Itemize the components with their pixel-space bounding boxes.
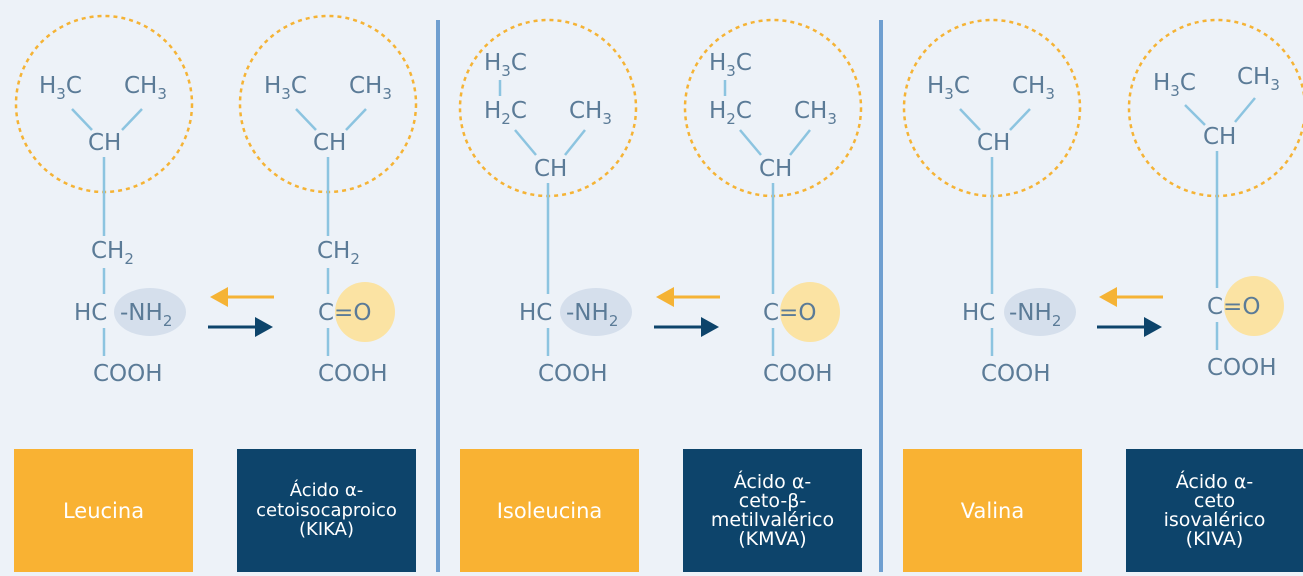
cooh-label: COOH — [538, 361, 608, 387]
carbonyl-label: C=O — [1207, 294, 1260, 320]
ch-label: CH — [1203, 124, 1236, 150]
amino-group-highlight — [114, 288, 186, 336]
valine-structure: H3C CH3 CH HC -NH2 COOH — [902, 18, 1082, 387]
leucine-label: Leucina — [62, 498, 145, 523]
hc-label: HC — [519, 300, 552, 326]
amino-group-highlight — [560, 288, 632, 336]
h3c-label: H3C — [39, 73, 82, 103]
h3c-label: H3C — [1153, 70, 1196, 100]
arrow-right-icon — [1144, 317, 1162, 337]
arrow-left-icon — [210, 287, 228, 307]
valine-label: Valina — [960, 498, 1025, 523]
arrow-right-icon — [255, 317, 273, 337]
arrow-left-icon — [656, 287, 674, 307]
kic-label-box: Ácido α- cetoisocaproico (KIKA) — [237, 449, 416, 572]
ch-label: CH — [759, 156, 792, 182]
kiva-label: Ácido α- ceto isovalérico (KIVA) — [1163, 470, 1266, 550]
equilibrium-arrows-3 — [1097, 287, 1163, 337]
equilibrium-arrows-1 — [208, 287, 274, 337]
carbonyl-highlight — [780, 282, 840, 342]
ch3-label: CH3 — [1237, 64, 1280, 94]
h3c-label: H3C — [927, 73, 970, 103]
kiva-label-box: Ácido α- ceto isovalérico (KIVA) — [1126, 449, 1303, 572]
carbonyl-label: C=O — [318, 300, 371, 326]
h3c-label: H3C — [709, 50, 752, 80]
equilibrium-arrows-2 — [654, 287, 720, 337]
h2c-label: H2C — [484, 98, 527, 128]
isoleucine-label-box: Isoleucina — [460, 449, 639, 572]
carbonyl-highlight — [1224, 276, 1284, 336]
arrow-left-icon — [1099, 287, 1117, 307]
carbonyl-highlight — [335, 282, 395, 342]
isoleucine-label: Isoleucina — [496, 498, 603, 523]
isoleucine-structure: H3C H2C CH3 CH HC -NH2 COOH — [458, 18, 638, 387]
ch3-label: CH3 — [1012, 73, 1055, 103]
ch-label: CH — [88, 130, 121, 156]
leucine-label-box: Leucina — [14, 449, 193, 572]
ch-label: CH — [313, 130, 346, 156]
kmva-label-box: Ácido α- ceto-β- metilvalérico (KMVA) — [683, 449, 862, 572]
cooh-label: COOH — [981, 361, 1051, 387]
cooh-label: COOH — [318, 361, 388, 387]
kmva-structure: H3C H2C CH3 CH C=O COOH — [683, 18, 863, 387]
cooh-label: COOH — [93, 361, 163, 387]
arrow-right-icon — [701, 317, 719, 337]
kic-structure: H3C CH3 CH CH2 C=O COOH — [238, 14, 418, 387]
leucine-structure: H3C CH3 CH CH2 HC -NH2 COOH — [14, 14, 194, 387]
valine-label-box: Valina — [903, 449, 1082, 572]
ch-label: CH — [977, 130, 1010, 156]
cooh-label: COOH — [763, 361, 833, 387]
h2c-label: H2C — [709, 98, 752, 128]
kic-label: Ácido α- cetoisocaproico (KIKA) — [256, 479, 397, 541]
ch2-label: CH2 — [317, 238, 360, 268]
hc-label: HC — [962, 300, 995, 326]
ch3-label: CH3 — [349, 73, 392, 103]
ch3-label: CH3 — [569, 98, 612, 128]
carbonyl-label: C=O — [763, 300, 816, 326]
kmva-label: Ácido α- ceto-β- metilvalérico (KMVA) — [710, 470, 835, 550]
ch3-label: CH3 — [124, 73, 167, 103]
kiva-structure: H3C CH3 CH C=O COOH — [1127, 18, 1303, 381]
hc-label: HC — [74, 300, 107, 326]
h3c-label: H3C — [484, 50, 527, 80]
ch2-label: CH2 — [91, 238, 134, 268]
ch-label: CH — [534, 156, 567, 182]
ch3-label: CH3 — [794, 98, 837, 128]
h3c-label: H3C — [264, 73, 307, 103]
cooh-label: COOH — [1207, 355, 1277, 381]
amino-group-highlight — [1004, 288, 1076, 336]
